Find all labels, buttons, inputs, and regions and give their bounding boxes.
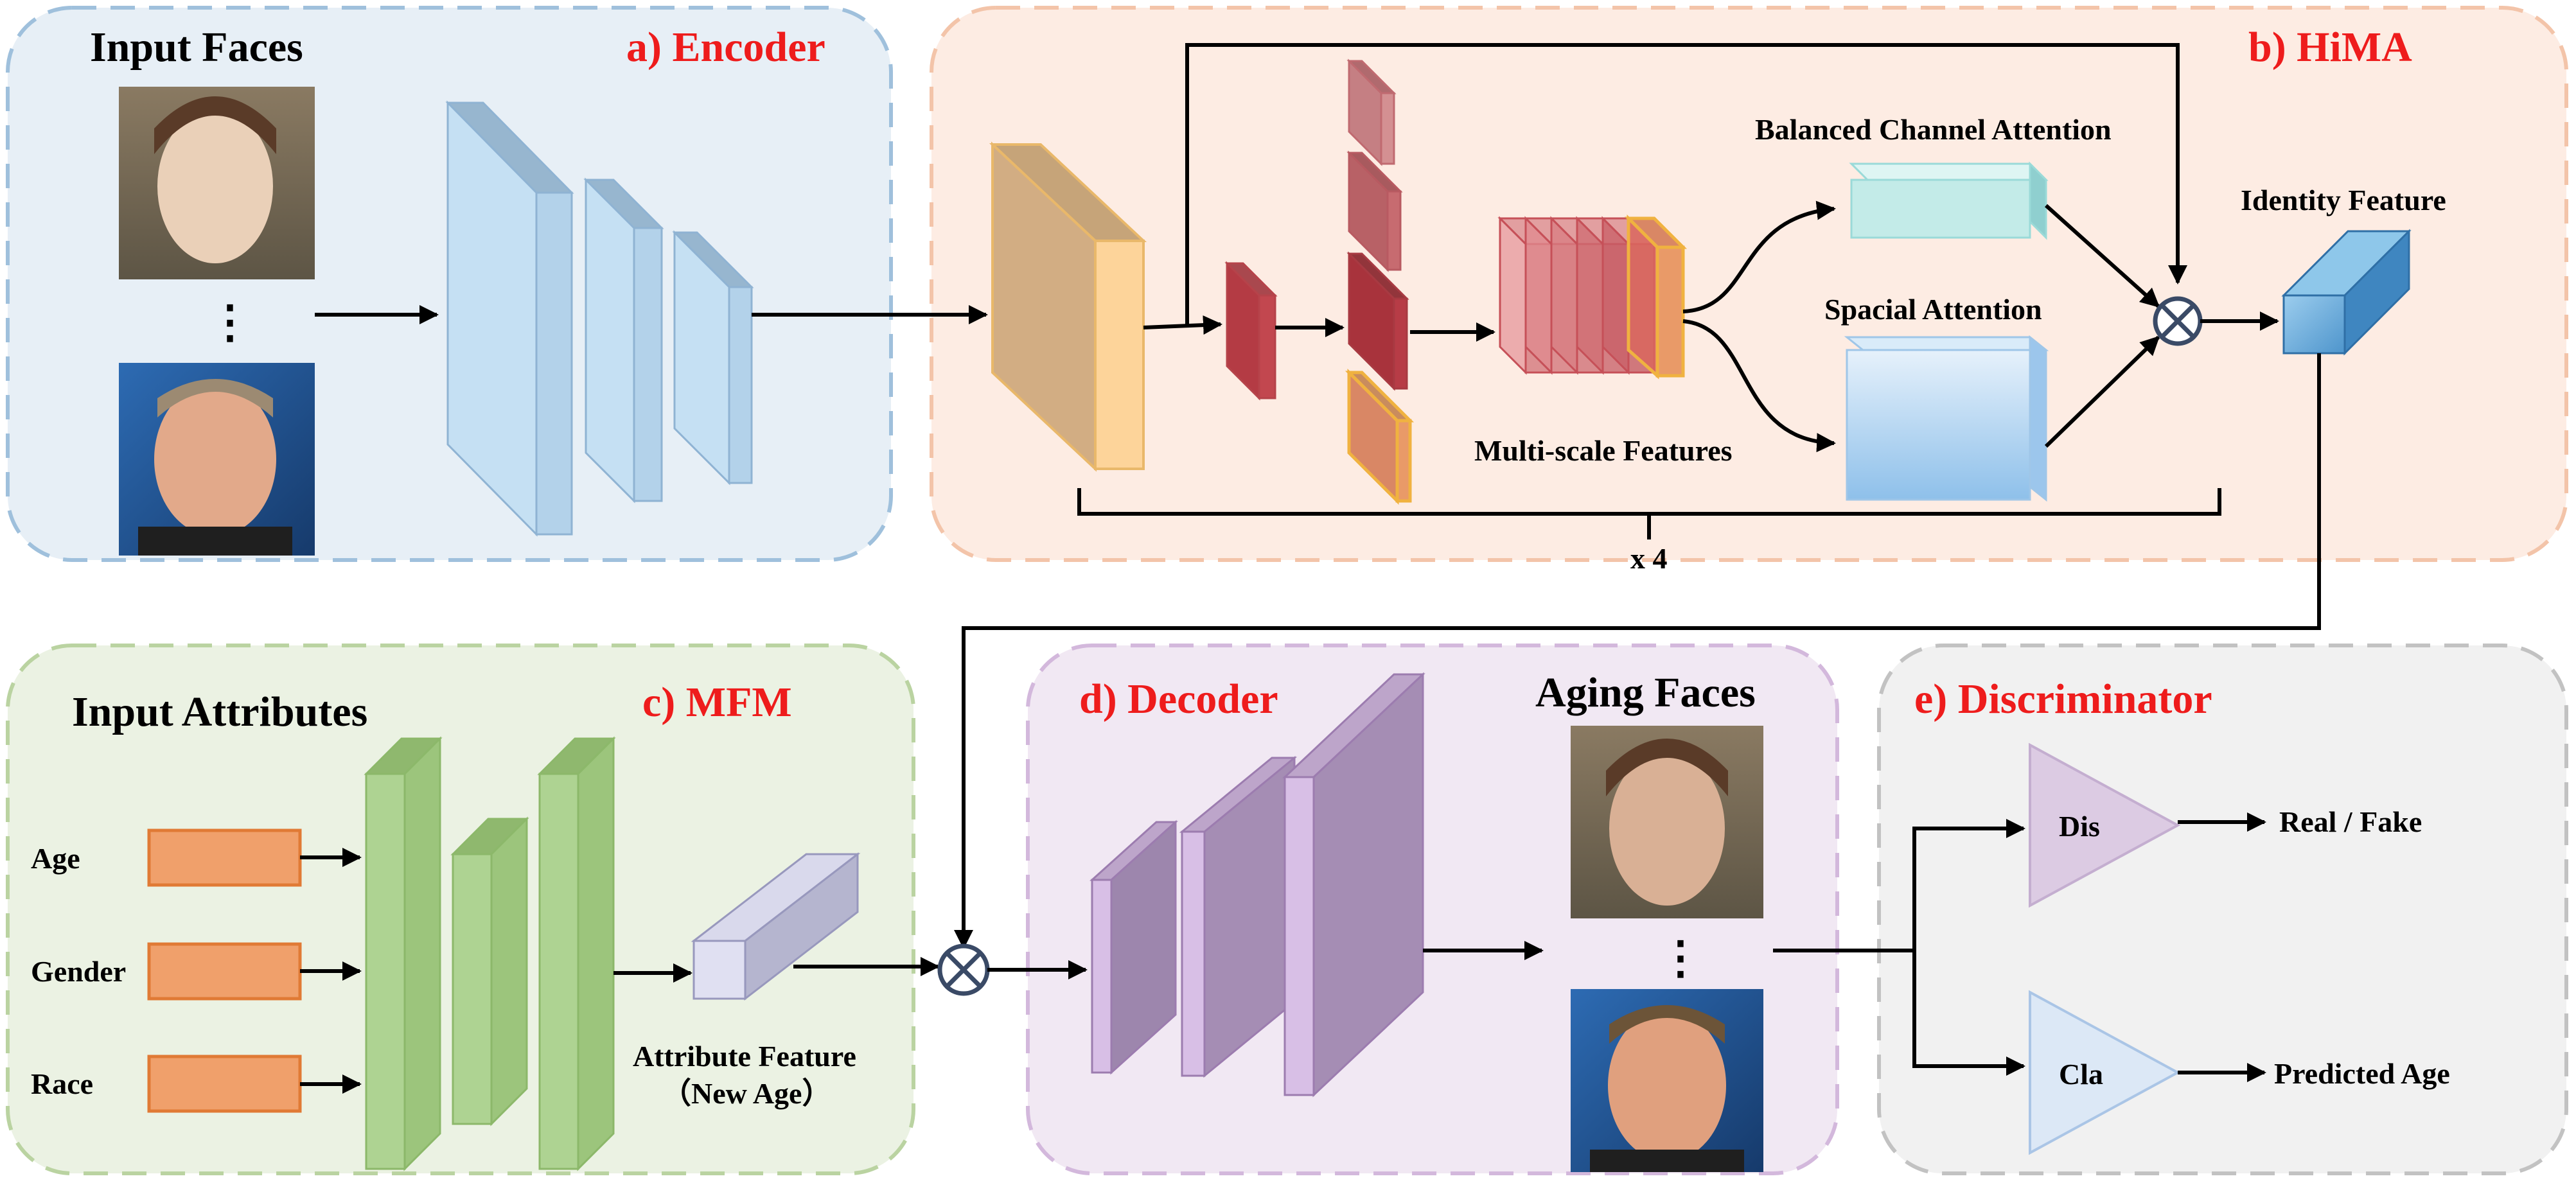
skip-connection-line [1185,43,2187,328]
vertical-ellipsis-icon: ⋮ [1658,934,1703,983]
encoder-layer-1 [445,100,574,537]
dis-label: Dis [2059,810,2100,843]
discriminator-section-title: e) Discriminator [1914,676,2212,723]
aging-face-image-2 [1571,989,1763,1172]
hima-multiply-icon [2153,296,2203,346]
balanced-channel-attention-block [1849,161,2049,240]
mfm-layer-2 [450,816,529,1126]
input-faces-title: Input Faces [90,24,303,71]
repeat-brace [1077,488,2221,539]
multi-scale-features-label: Multi-scale Features [1474,434,1733,467]
real-fake-label: Real / Fake [2279,805,2422,838]
identity-feature-block [2281,229,2412,356]
vertical-ellipsis-icon: ⋮ [207,298,252,347]
hima-conv-block [1224,261,1278,401]
attribute-gender-box [147,942,302,1001]
spacial-attention-block [1844,335,2049,502]
attribute-feature-block [691,852,861,1001]
pyramid-feature-2 [1346,150,1403,272]
mfm-layer-3 [537,736,616,1171]
mfm-layer-1 [364,736,443,1171]
arrow-channel-to-multiply [2044,204,2160,308]
dis-block [2029,742,2181,908]
discriminator-panel [1877,644,2568,1175]
aging-face-image-1 [1571,726,1763,918]
cla-label: Cla [2059,1058,2103,1091]
identity-feature-label: Identity Feature [2241,184,2446,216]
fusion-multiply-icon [937,943,990,996]
aging-faces-title: Aging Faces [1535,669,1756,716]
hima-input-feature-map [989,141,1147,472]
arrow-to-first-conv [1143,315,1222,335]
attribute-gender-label: Gender [31,955,126,988]
branch-to-cla [1912,951,2025,1076]
arrow-to-channel-attention [1682,200,1836,313]
cla-block [2029,990,2181,1155]
decoder-layer-2 [1179,755,1298,1078]
predicted-age-label: Predicted Age [2274,1057,2450,1090]
multi-scale-features-stack [1497,214,1688,380]
encoder-layer-3 [672,230,754,486]
hima-panel [930,6,2568,562]
attribute-age-label: Age [31,842,80,875]
encoder-section-title: a) Encoder [626,24,825,71]
decoder-layer-1 [1090,819,1178,1075]
balanced-channel-attention-label: Balanced Channel Attention [1755,113,2112,146]
attribute-age-box [147,828,302,887]
input-face-image-2 [119,363,315,556]
repeat-label: x 4 [1630,542,1668,575]
pyramid-feature-3 [1346,251,1409,391]
attribute-feature-label: Attribute Feature [633,1040,856,1073]
arrow-spacial-to-multiply [2044,335,2160,448]
identity-to-fusion-line [954,353,2321,949]
mfm-section-title: c) MFM [642,679,792,726]
decoder-section-title: d) Decoder [1079,676,1278,723]
hima-section-title: b) HiMA [2248,24,2412,71]
pyramid-feature-1 [1346,58,1397,166]
attribute-race-box [147,1055,302,1113]
attribute-feature-sublabel: （New Age） [662,1077,831,1110]
arrow-to-spacial-attention [1682,319,1836,453]
spacial-attention-label: Spacial Attention [1824,293,2042,326]
input-attributes-title: Input Attributes [72,688,367,735]
pyramid-feature-4 [1345,368,1415,505]
encoder-layer-2 [583,177,664,504]
attribute-race-label: Race [31,1067,93,1100]
input-face-image-1 [119,87,315,279]
decoder-layer-3 [1282,672,1425,1098]
